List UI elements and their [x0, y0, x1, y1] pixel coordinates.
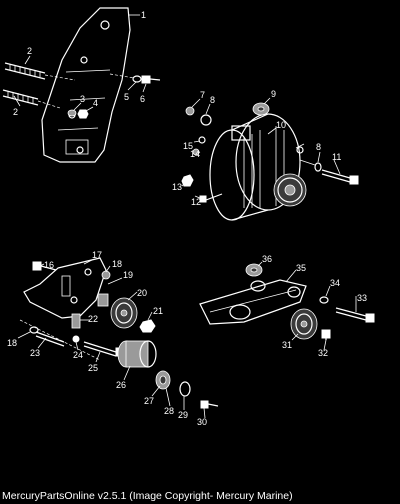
callout-31: 31 — [282, 340, 292, 350]
washer — [72, 335, 80, 343]
callout-3: 3 — [80, 94, 85, 104]
stud-upper — [4, 62, 76, 81]
callout-35: 35 — [296, 263, 306, 273]
bushing — [245, 263, 263, 277]
callout-6: 6 — [140, 94, 145, 104]
callout-12: 12 — [191, 197, 201, 207]
callout-20: 20 — [137, 288, 147, 298]
callout-34: 34 — [330, 278, 340, 288]
callout-2: 2 — [27, 46, 32, 56]
bolt — [199, 193, 223, 203]
tensioner-pulley — [290, 308, 318, 340]
stud — [32, 261, 57, 271]
callout-16: 16 — [44, 260, 54, 270]
idler-pulley-upper — [110, 297, 138, 329]
alternator — [209, 113, 316, 221]
callout-17: 17 — [92, 250, 102, 260]
washer — [101, 270, 111, 280]
bolt — [200, 400, 219, 409]
washer — [132, 75, 142, 83]
callout-13: 13 — [172, 182, 182, 192]
callout-7: 7 — [200, 90, 205, 100]
callout-15: 15 — [183, 141, 193, 151]
callout-11: 11 — [332, 152, 341, 162]
callout-28: 28 — [164, 406, 174, 416]
callout-30: 30 — [197, 417, 207, 427]
nut — [139, 319, 156, 333]
callout-labels: 1 2 2 3 4 5 6 7 8 9 10 8 11 12 13 14 15 … — [7, 10, 367, 427]
washer — [67, 109, 77, 117]
washer — [314, 162, 322, 172]
bushing — [252, 102, 270, 116]
callout-18: 18 — [112, 259, 122, 269]
nut — [77, 109, 89, 119]
spacer — [200, 114, 212, 126]
callout-23: 23 — [30, 348, 40, 358]
mounting-bracket — [41, 7, 131, 163]
bolt — [335, 307, 375, 323]
idler-pulley-lower — [117, 340, 157, 368]
callout-21: 21 — [153, 306, 163, 316]
bolt — [141, 75, 161, 84]
callout-9: 9 — [271, 89, 276, 99]
callout-5: 5 — [124, 92, 129, 102]
callout-4: 4 — [93, 98, 98, 108]
callout-2: 2 — [13, 107, 18, 117]
callout-27: 27 — [144, 396, 154, 406]
idler-bracket — [23, 257, 107, 319]
spacer — [71, 313, 81, 329]
washer — [185, 106, 195, 116]
callout-8: 8 — [316, 142, 321, 152]
callout-10: 10 — [276, 120, 286, 130]
callout-24: 24 — [73, 350, 83, 360]
callout-1: 1 — [141, 10, 146, 20]
snap-ring — [179, 381, 191, 397]
leader-lines — [13, 14, 357, 419]
callout-18: 18 — [7, 338, 17, 348]
bolt — [83, 341, 123, 357]
callout-26: 26 — [116, 380, 126, 390]
washer — [319, 296, 329, 304]
callout-33: 33 — [357, 293, 367, 303]
spacer — [97, 293, 109, 307]
callout-29: 29 — [178, 410, 188, 420]
bolt — [321, 329, 331, 340]
callout-36: 36 — [262, 254, 272, 264]
callout-8: 8 — [210, 95, 215, 105]
callout-25: 25 — [88, 363, 98, 373]
stud-lower — [2, 89, 61, 109]
callout-22: 22 — [88, 314, 98, 324]
tensioner-bracket — [199, 279, 307, 325]
bolt — [35, 331, 65, 347]
washer — [198, 136, 206, 144]
callout-32: 32 — [318, 348, 328, 358]
callout-14: 14 — [190, 149, 200, 159]
copyright-caption: MercuryPartsOnline v2.5.1 (Image Copyrig… — [2, 490, 293, 502]
bolt — [321, 169, 359, 185]
callout-19: 19 — [123, 270, 133, 280]
bearing — [155, 370, 171, 390]
washer — [192, 148, 200, 156]
